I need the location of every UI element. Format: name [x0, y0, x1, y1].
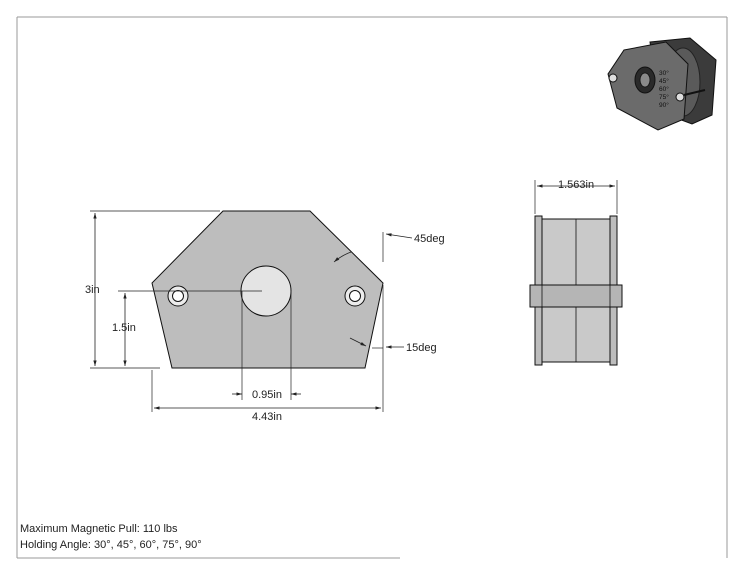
hole-height-dimension-label: 1.5in: [112, 322, 136, 334]
bottom-angle-label: 15deg: [406, 342, 437, 354]
height-dimension-label: 3in: [85, 284, 100, 296]
hole-diameter-dimension-label: 0.95in: [252, 389, 282, 401]
front-view: 3in 1.5in 0.95in 4.43in 45deg 15deg: [85, 210, 445, 423]
iso-angle-label-75: 75°: [659, 93, 669, 101]
iso-angle-label-90: 90°: [659, 101, 669, 109]
iso-angle-label-60: 60°: [659, 85, 669, 93]
magnetic-pull-note: Maximum Magnetic Pull: 110 lbs: [20, 523, 178, 535]
right-mounting-hole: [344, 285, 366, 307]
iso-view: [607, 37, 717, 131]
top-angle-label: 45deg: [414, 233, 445, 245]
side-view: [529, 180, 623, 366]
iso-angle-label-45: 45°: [659, 77, 669, 85]
depth-dimension-label: 1.563in: [558, 179, 594, 191]
iso-angle-label-30: 30°: [659, 69, 669, 77]
drawing-border: [16, 16, 728, 559]
cross-bolt: [529, 284, 623, 308]
left-mounting-hole: [167, 285, 189, 307]
holding-angle-note: Holding Angle: 30°, 45°, 60°, 75°, 90°: [20, 539, 202, 551]
width-dimension-label: 4.43in: [252, 411, 282, 423]
